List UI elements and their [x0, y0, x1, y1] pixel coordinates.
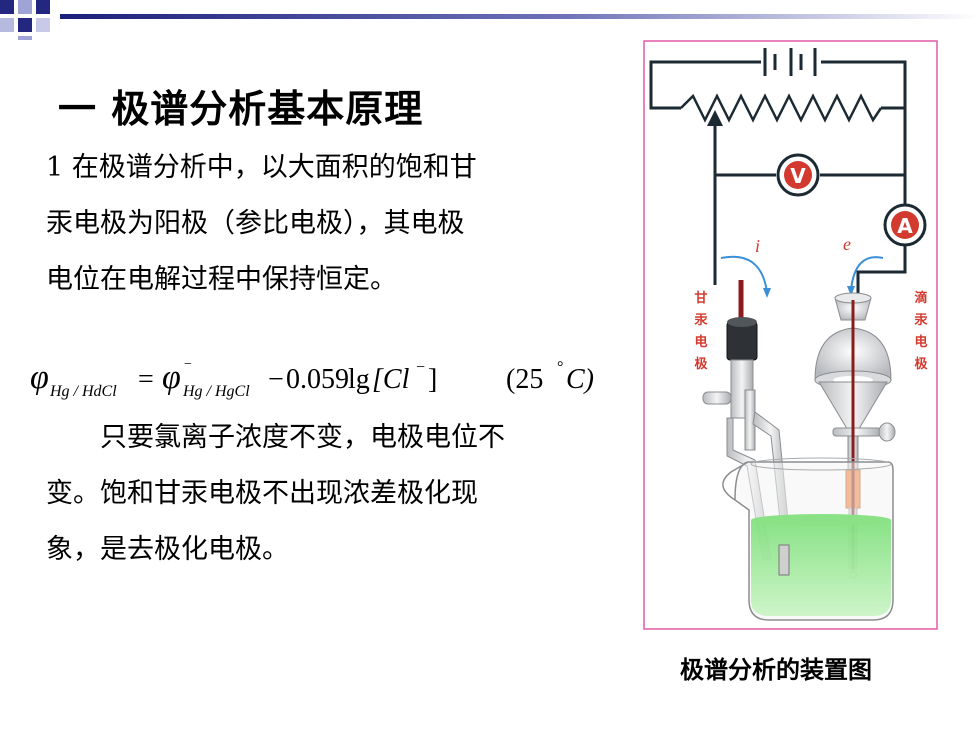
- potential-formula: φ Hg / HdCl = φ − Hg / HgCl − 0.059 lg […: [30, 357, 594, 400]
- formula-degree: °: [557, 359, 563, 376]
- formula-temperature: (25: [506, 364, 543, 395]
- polarography-apparatus-figure: V A i e 甘 汞 电 极 滴 汞 电 极: [643, 40, 938, 630]
- formula-lg: lg: [348, 364, 370, 395]
- svg-text:汞: 汞: [914, 313, 928, 328]
- figure-caption: 极谱分析的装置图: [680, 656, 872, 684]
- paragraph-line: 1 在极谱分析中，以大面积的饱和甘: [46, 152, 477, 183]
- circuit-wires: [649, 60, 907, 310]
- formula-superscript: −: [184, 357, 192, 372]
- svg-text:甘: 甘: [694, 290, 707, 306]
- svg-text:电: 电: [914, 334, 927, 350]
- svg-text:滴: 滴: [914, 290, 927, 306]
- dropping-electrode-label: 滴 汞 电 极: [914, 290, 928, 372]
- ammeter-icon: A: [883, 203, 927, 247]
- formula-coefficient: 0.059: [286, 364, 349, 395]
- voltmeter-label: V: [790, 164, 806, 188]
- paragraph-line: 只要氯离子浓度不变，电极电位不: [46, 422, 505, 453]
- paragraph-principle: 1 在极谱分析中，以大面积的饱和甘 汞电极为阳极（参比电极），其电极 电位在电解…: [46, 140, 477, 308]
- formula-bracket: ]: [428, 364, 437, 395]
- current-e-arrow-icon: [850, 256, 884, 291]
- formula-chloride: [Cl: [372, 364, 410, 395]
- mercury-funnel: [814, 292, 896, 579]
- svg-text:极: 极: [694, 356, 708, 372]
- svg-text:汞: 汞: [694, 313, 708, 328]
- voltmeter-icon: V: [776, 153, 820, 197]
- paragraph-line: 电位在电解过程中保持恒定。: [46, 264, 397, 295]
- current-i-arrow-icon: [720, 255, 768, 293]
- battery-icon: [763, 48, 817, 76]
- resistor-icon: [680, 93, 883, 123]
- formula-minus: −: [268, 364, 284, 395]
- paragraph-line: 象，是去极化电极。: [46, 534, 289, 565]
- beaker: [722, 457, 894, 621]
- paragraph-line: 汞电极为阳极（参比电极），其电极: [46, 208, 465, 239]
- paragraph-line: 变。饱和甘汞电极不出现浓差极化现: [46, 478, 478, 509]
- current-i-label: i: [755, 236, 760, 256]
- formula-unit: C): [566, 364, 594, 395]
- slide-title: 一 极谱分析基本原理: [58, 87, 424, 131]
- calomel-electrode-label: 甘 汞 电 极: [694, 290, 708, 372]
- svg-text:极: 极: [914, 356, 928, 372]
- paragraph-calomel: 只要氯离子浓度不变，电极电位不 变。饱和甘汞电极不出现浓差极化现 象，是去极化电…: [46, 410, 505, 578]
- ammeter-label: A: [897, 214, 913, 238]
- formula-phi: φ: [30, 359, 49, 396]
- header-decoration: [0, 0, 980, 40]
- formula-phi-standard: φ: [162, 359, 181, 396]
- svg-text:电: 电: [694, 334, 707, 350]
- formula-subscript: Hg / HdCl: [49, 383, 117, 400]
- formula-equals: =: [138, 364, 154, 395]
- formula-subscript: Hg / HgCl: [182, 383, 250, 400]
- formula-superscript: −: [416, 359, 425, 376]
- slider-arrow-icon: [707, 110, 723, 175]
- current-e-label: e: [843, 234, 851, 254]
